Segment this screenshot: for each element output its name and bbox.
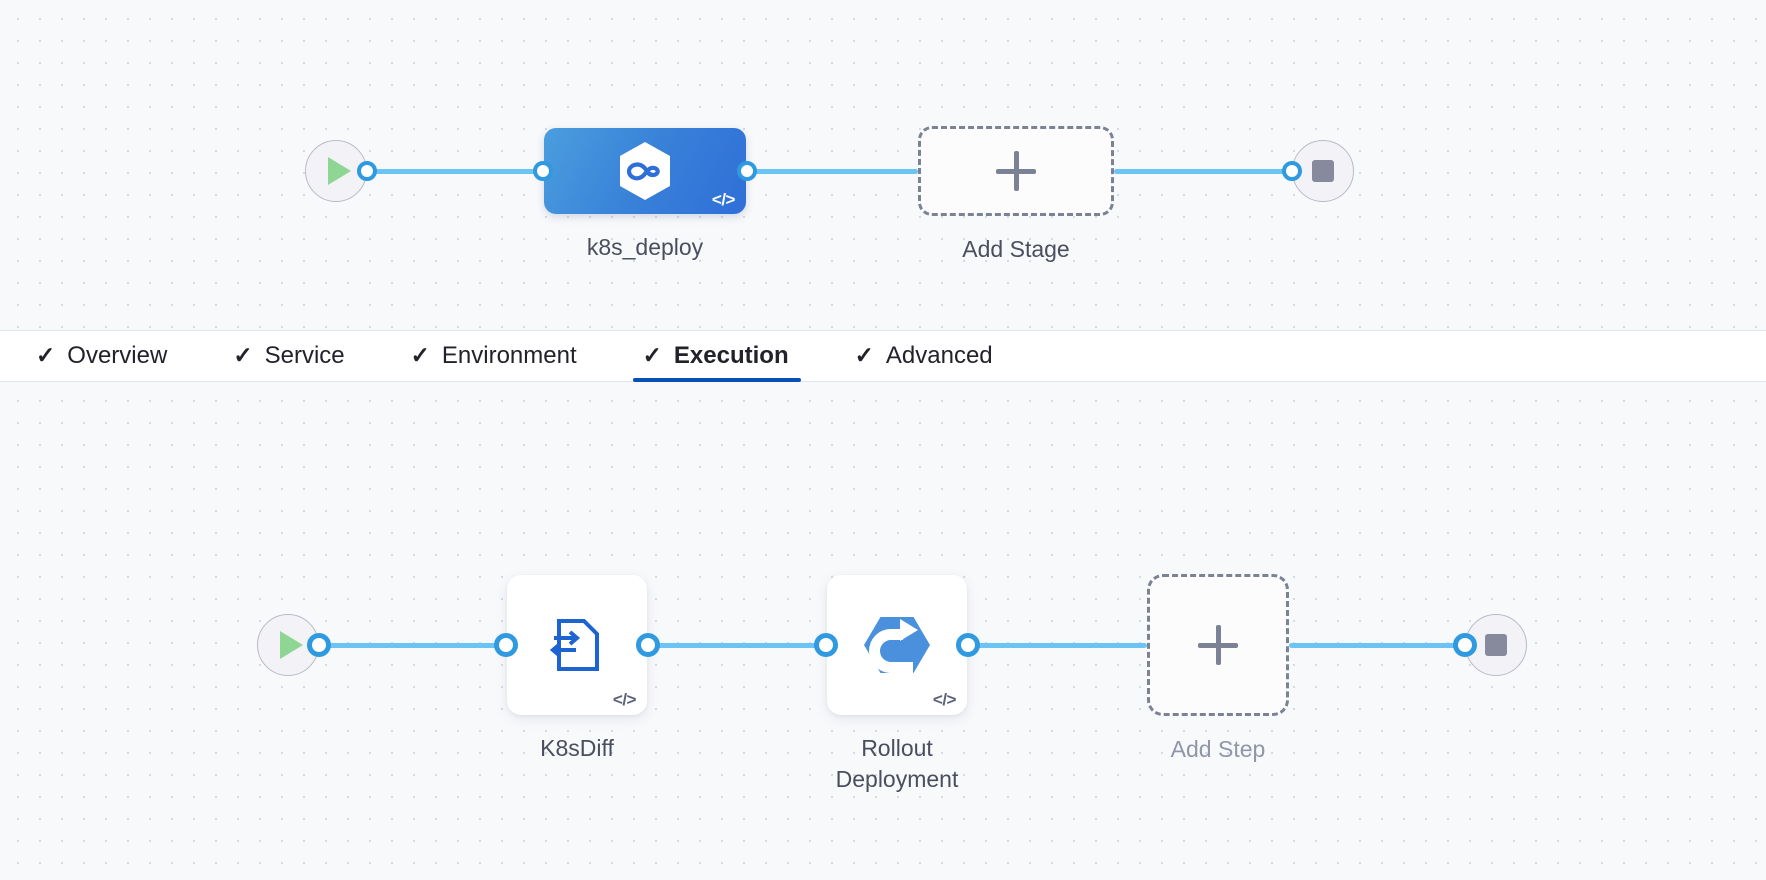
step-k8sdiff-label: K8sDiff	[540, 735, 614, 761]
check-icon: ✓	[233, 341, 252, 368]
stage-start-node[interactable]	[305, 140, 377, 202]
add-step-wrap: Add Step	[1147, 574, 1289, 762]
yaml-code-badge[interactable]: </>	[711, 190, 736, 209]
execution-edge-k8sdiff-to-rollout	[647, 642, 827, 648]
tab-overview-label: Overview	[67, 342, 168, 369]
step-node-rollout-wrap: </> Rollout Deployment	[814, 575, 980, 792]
yaml-code-badge[interactable]: </>	[612, 690, 637, 709]
tab-service-label: Service	[264, 342, 345, 369]
add-stage-label: Add Stage	[962, 236, 1070, 262]
check-icon: ✓	[642, 341, 662, 368]
execution-edge-start-to-k8sdiff	[319, 642, 507, 648]
stop-icon	[1485, 634, 1507, 656]
tab-execution-label: Execution	[673, 342, 789, 369]
execution-edge-rollout-to-add	[967, 642, 1147, 648]
stage-edge-start-to-k8sdeploy	[367, 168, 544, 174]
check-icon: ✓	[410, 341, 430, 368]
stage-end-node[interactable]	[1282, 140, 1354, 202]
stage-config-tabbar: ✓ Overview ✓ Service ✓ Environment ✓ Exe…	[0, 331, 1766, 382]
tab-service[interactable]: ✓ Service	[223, 331, 370, 381]
stage-end-input-port[interactable]	[1282, 161, 1302, 181]
k8s-diff-document-icon	[550, 619, 599, 671]
step-rollout-input-port[interactable]	[814, 633, 838, 657]
step-node-k8sdiff-wrap: </> K8sDiff	[494, 575, 660, 761]
execution-start-output-port[interactable]	[307, 633, 331, 657]
tab-execution[interactable]: ✓ Execution	[632, 331, 815, 382]
execution-flow-row: </> K8sDiff </>	[257, 574, 1527, 792]
stage-flow-row: </> k8s_deploy Add Stage	[305, 126, 1354, 262]
stage-node-k8s-deploy[interactable]: </>	[533, 128, 757, 214]
execution-end-node[interactable]	[1453, 614, 1527, 676]
step-rollout-label: Rollout Deployment	[835, 735, 959, 793]
execution-start-node[interactable]	[257, 614, 331, 676]
stage-canvas[interactable]: </> k8s_deploy Add Stage	[0, 0, 1766, 331]
stop-icon	[1312, 160, 1334, 182]
stage-edge-k8sdeploy-to-add	[746, 168, 918, 174]
tab-overview[interactable]: ✓ Overview	[26, 331, 193, 381]
step-k8sdiff-input-port[interactable]	[494, 633, 518, 657]
rollout-hexagon-refresh-icon	[864, 617, 930, 673]
tab-environment-label: Environment	[441, 342, 577, 369]
stage-start-output-port[interactable]	[357, 161, 377, 181]
stage-edge-add-to-end	[1114, 168, 1301, 174]
yaml-code-badge[interactable]: </>	[932, 690, 957, 709]
add-step-button[interactable]	[1147, 574, 1289, 716]
execution-canvas[interactable]: </> K8sDiff </>	[0, 382, 1766, 880]
stage-node-k8s-deploy-wrap: </> k8s_deploy	[533, 128, 757, 260]
play-icon	[328, 157, 351, 185]
step-node-k8sdiff[interactable]: </>	[494, 575, 660, 715]
step-node-rollout-deployment[interactable]: </>	[814, 575, 980, 715]
step-rollout-output-port[interactable]	[956, 633, 980, 657]
execution-edge-add-to-end	[1289, 642, 1475, 648]
stage-node-input-port[interactable]	[533, 161, 553, 181]
add-step-label: Add Step	[1170, 736, 1266, 762]
check-icon: ✓	[854, 341, 874, 368]
stage-node-output-port[interactable]	[737, 161, 757, 181]
execution-end-input-port[interactable]	[1453, 633, 1477, 657]
tab-advanced[interactable]: ✓ Advanced	[845, 331, 1019, 381]
play-icon	[280, 631, 303, 659]
stage-node-label: k8s_deploy	[586, 234, 704, 260]
harness-hexagon-infinity-icon	[620, 142, 670, 200]
tab-advanced-label: Advanced	[885, 342, 993, 369]
add-stage-wrap: Add Stage	[918, 126, 1114, 262]
plus-icon	[996, 151, 1036, 191]
step-k8sdiff-output-port[interactable]	[636, 633, 660, 657]
tab-environment[interactable]: ✓ Environment	[401, 331, 603, 381]
plus-icon	[1198, 625, 1238, 665]
add-stage-button[interactable]	[918, 126, 1114, 216]
check-icon: ✓	[36, 341, 55, 368]
